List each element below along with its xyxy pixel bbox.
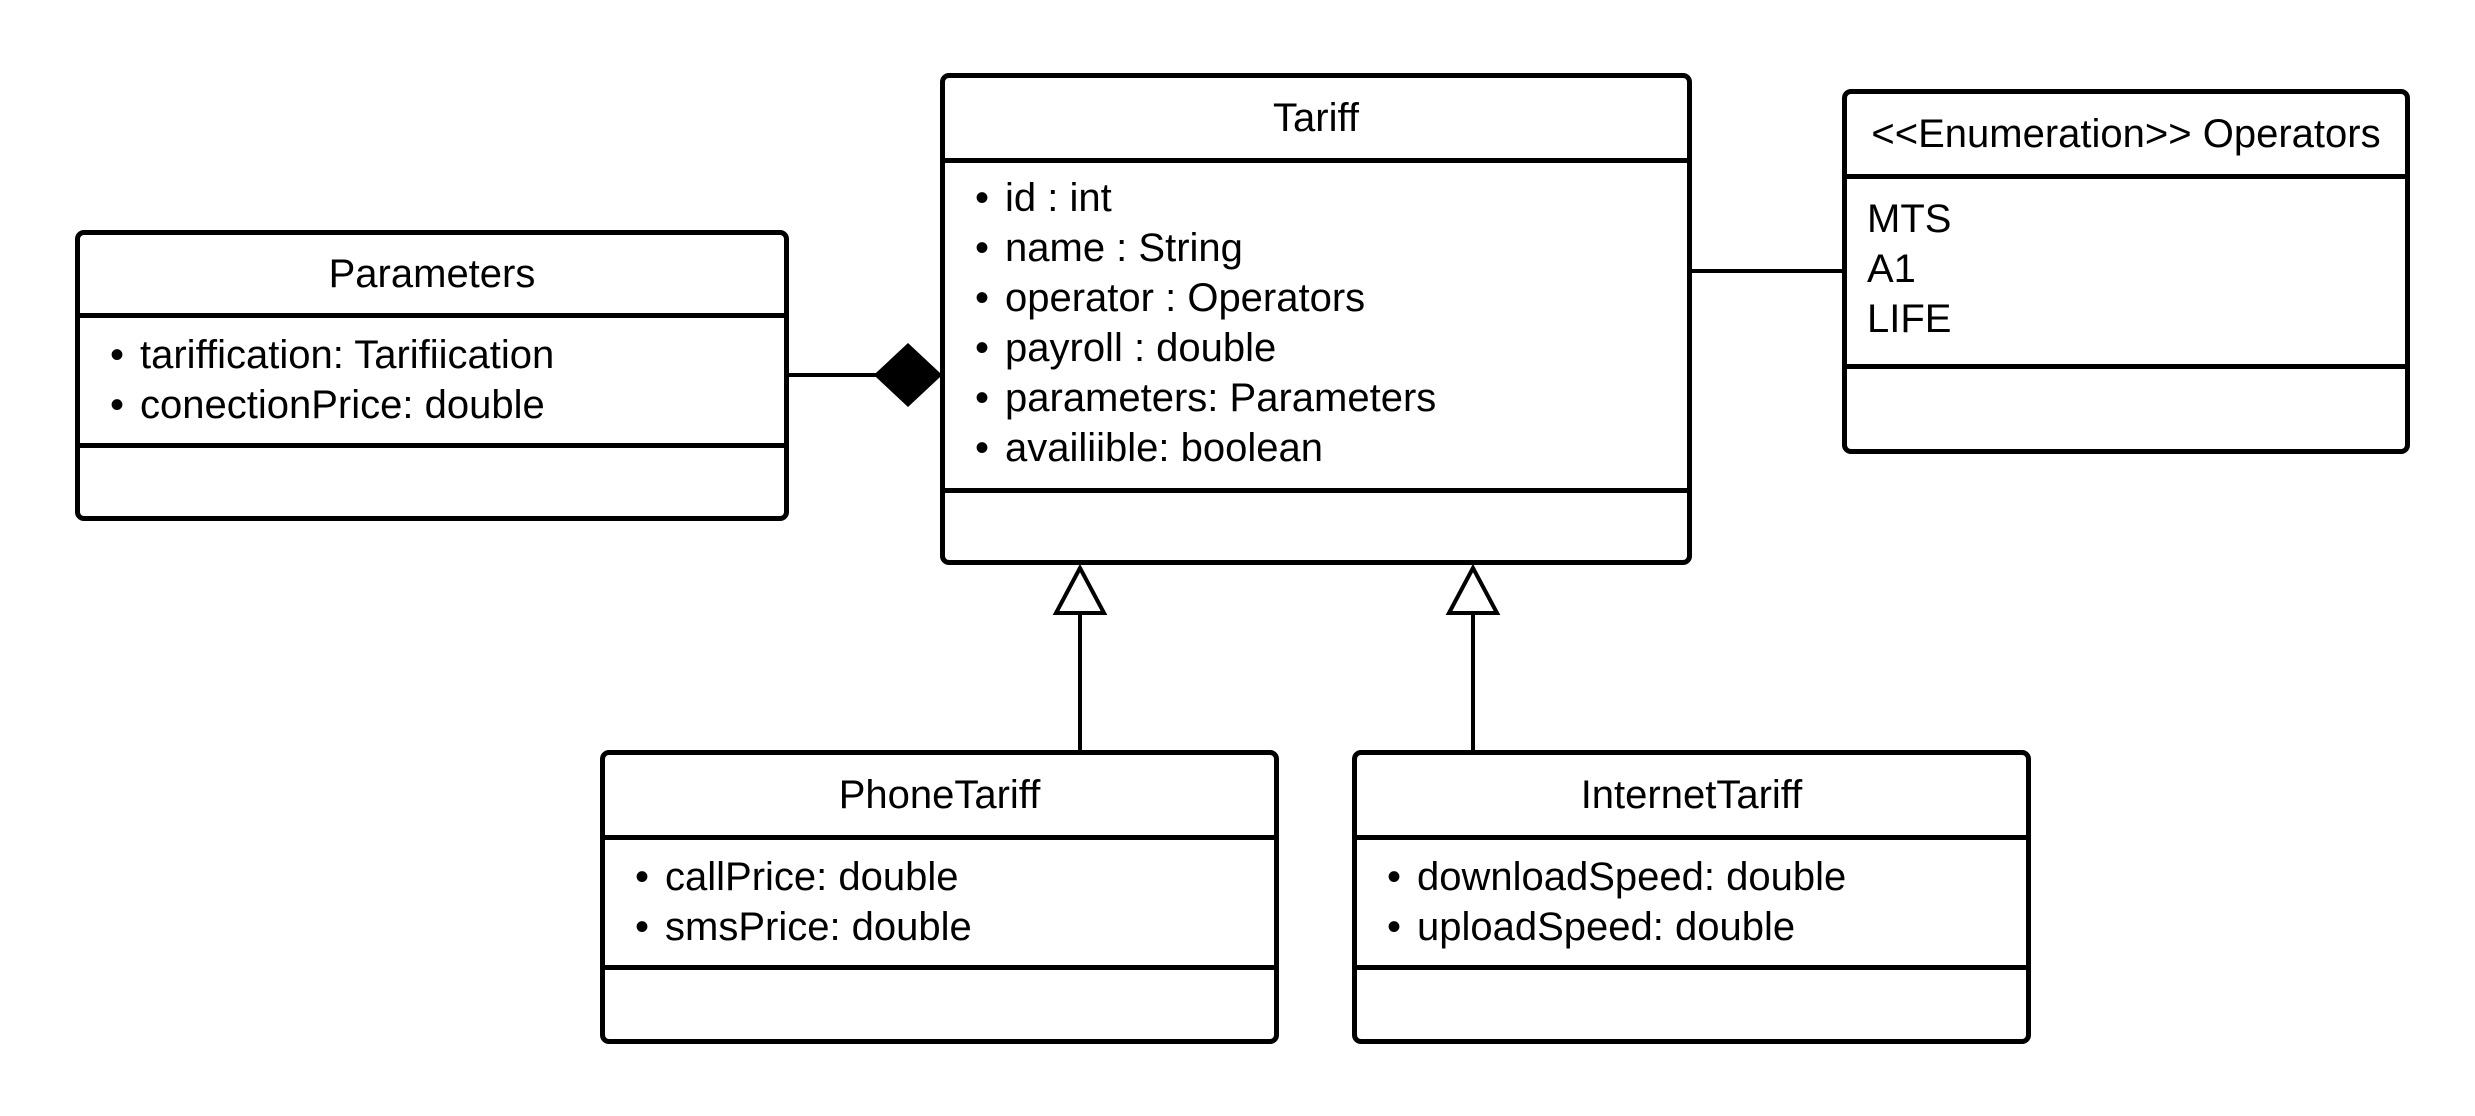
attribute: availiible: boolean — [975, 423, 1687, 473]
operations-section — [605, 965, 1274, 1039]
attribute: conectionPrice: double — [110, 380, 784, 430]
attribute: payroll : double — [975, 323, 1687, 373]
attribute: uploadSpeed: double — [1387, 902, 2026, 952]
enum-literal: A1 — [1867, 247, 1916, 291]
enum-operators[interactable]: <<Enumeration>> Operators MTS A1 LIFE — [1842, 89, 2410, 454]
attributes-section: tariffication: Tarifiication conectionPr… — [80, 313, 784, 443]
class-name: <<Enumeration>> Operators — [1871, 111, 2381, 156]
attributes-section: downloadSpeed: double uploadSpeed: doubl… — [1357, 835, 2026, 965]
class-name: InternetTariff — [1580, 772, 1803, 817]
attributes-section: id : int name : String operator : Operat… — [945, 158, 1687, 488]
attribute: operator : Operators — [975, 273, 1687, 323]
attribute: parameters: Parameters — [975, 373, 1687, 423]
operations-section — [1847, 364, 2405, 449]
attributes-section: callPrice: double smsPrice: double — [605, 835, 1274, 965]
operations-section — [80, 443, 784, 516]
attribute: downloadSpeed: double — [1387, 852, 2026, 902]
literals-section: MTS A1 LIFE — [1847, 174, 2405, 364]
phone-generalization-arrow-icon — [1052, 563, 1108, 615]
class-name: Tariff — [1273, 95, 1359, 140]
enum-literal: LIFE — [1867, 297, 1952, 341]
enum-literal: MTS — [1867, 197, 1952, 241]
class-name: PhoneTariff — [838, 772, 1041, 817]
class-phone-tariff[interactable]: PhoneTariff callPrice: double smsPrice: … — [600, 750, 1279, 1044]
class-name: Parameters — [328, 251, 536, 296]
attribute: id : int — [975, 173, 1687, 223]
operations-section — [945, 488, 1687, 560]
composition-diamond-icon — [873, 342, 943, 408]
attribute: tariffication: Tarifiication — [110, 330, 784, 380]
class-tariff[interactable]: Tariff id : int name : String operator :… — [940, 73, 1692, 565]
operations-section — [1357, 965, 2026, 1039]
class-internet-tariff[interactable]: InternetTariff downloadSpeed: double upl… — [1352, 750, 2031, 1044]
attribute: name : String — [975, 223, 1687, 273]
attribute: smsPrice: double — [635, 902, 1274, 952]
attribute: callPrice: double — [635, 852, 1274, 902]
class-parameters[interactable]: Parameters tariffication: Tarifiication … — [75, 230, 789, 521]
internet-generalization-arrow-icon — [1445, 563, 1501, 615]
